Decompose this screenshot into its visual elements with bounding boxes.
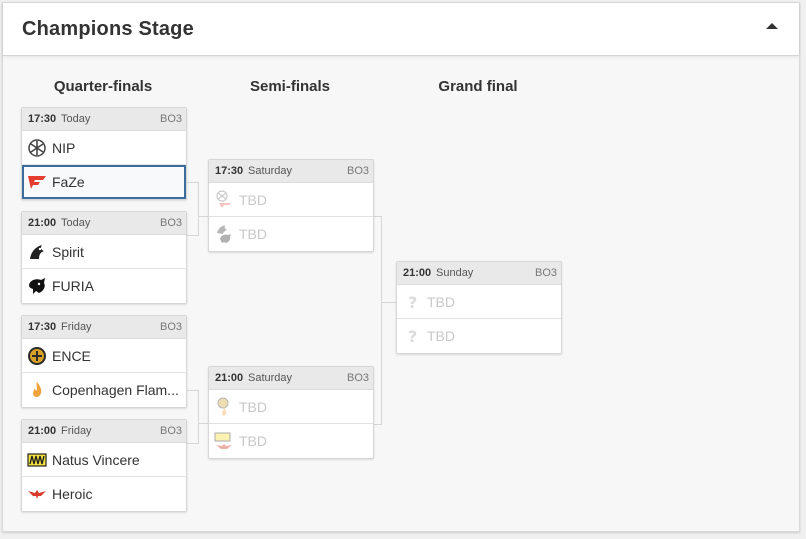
team-row[interactable]: Heroic bbox=[22, 477, 186, 511]
match-card-qf-3[interactable]: 17:30 Friday BO3 ENCE Copenhagen Flam... bbox=[21, 315, 187, 408]
team-name: TBD bbox=[239, 399, 267, 415]
match-day: Saturday bbox=[248, 165, 293, 177]
team-name: TBD bbox=[239, 433, 267, 449]
nip-logo-icon bbox=[28, 139, 46, 157]
question-mark-icon: ? bbox=[408, 327, 417, 346]
team-row[interactable]: FURIA bbox=[22, 269, 186, 303]
match-day: Saturday bbox=[248, 372, 293, 384]
team-name: TBD bbox=[427, 328, 455, 344]
team-name: Natus Vincere bbox=[52, 452, 140, 468]
match-time: 17:30 bbox=[28, 113, 57, 125]
match-day: Today bbox=[61, 217, 91, 229]
match-time: 17:30 bbox=[28, 321, 57, 333]
connector bbox=[186, 182, 199, 236]
svg-text:?: ? bbox=[408, 293, 417, 312]
match-time: 21:00 bbox=[403, 267, 432, 279]
collapse-button[interactable] bbox=[765, 21, 783, 35]
match-card-sf-1[interactable]: 17:30 Saturday BO3 TBD TBD bbox=[208, 159, 374, 252]
team-row[interactable]: Copenhagen Flam... bbox=[22, 373, 186, 407]
connector bbox=[381, 302, 397, 303]
team-row-tbd[interactable]: TBD bbox=[209, 217, 373, 251]
match-format: BO3 bbox=[159, 425, 182, 437]
question-mark-icon: ? bbox=[408, 293, 417, 312]
team-name: Heroic bbox=[52, 486, 93, 502]
team-name: Copenhagen Flam... bbox=[52, 382, 179, 398]
faze-logo-icon bbox=[28, 176, 46, 189]
team-name: FaZe bbox=[52, 174, 85, 190]
match-time: 21:00 bbox=[28, 217, 57, 229]
team-row-tbd[interactable]: TBD bbox=[209, 424, 373, 458]
match-format: BO3 bbox=[346, 165, 369, 177]
connector bbox=[373, 216, 382, 425]
spirit-furia-faded-logo-icon bbox=[217, 225, 231, 243]
svg-text:?: ? bbox=[408, 327, 417, 346]
match-card-grand-final[interactable]: 21:00 Sunday BO3 ? TBD ? TBD bbox=[396, 261, 562, 354]
match-day: Friday bbox=[61, 321, 92, 333]
match-format: BO3 bbox=[346, 372, 369, 384]
champions-stage-panel: Champions Stage Quarter-finals Semi-fina… bbox=[2, 2, 800, 532]
panel-header[interactable]: Champions Stage bbox=[3, 3, 799, 56]
round-title-grand-final: Grand final bbox=[438, 78, 518, 95]
match-format: BO3 bbox=[159, 113, 182, 125]
team-name: Spirit bbox=[52, 244, 84, 260]
heroic-logo-icon bbox=[28, 490, 46, 499]
match-day: Friday bbox=[61, 425, 92, 437]
team-row[interactable]: NIP bbox=[22, 131, 186, 165]
team-name: ENCE bbox=[52, 348, 91, 364]
connector bbox=[186, 390, 199, 444]
match-time: 21:00 bbox=[215, 372, 244, 384]
match-day: Today bbox=[61, 113, 91, 125]
team-row[interactable]: Natus Vincere bbox=[22, 443, 186, 477]
team-row-selected[interactable]: FaZe bbox=[22, 165, 186, 199]
spirit-logo-icon bbox=[30, 245, 44, 259]
caret-up-icon bbox=[766, 23, 778, 29]
team-name: TBD bbox=[427, 294, 455, 310]
team-name: TBD bbox=[239, 226, 267, 242]
furia-logo-icon bbox=[29, 278, 45, 294]
match-header: 21:00 Today BO3 bbox=[22, 212, 186, 235]
match-header: 17:30 Today BO3 bbox=[22, 108, 186, 131]
match-day: Sunday bbox=[436, 267, 474, 279]
match-format: BO3 bbox=[534, 267, 557, 279]
team-row-tbd[interactable]: TBD bbox=[209, 183, 373, 217]
team-row-tbd[interactable]: ? TBD bbox=[397, 285, 561, 319]
ence-copenhagen-faded-logo-icon bbox=[217, 397, 229, 416]
copenhagen-flames-logo-icon bbox=[33, 382, 42, 397]
connector bbox=[198, 423, 209, 424]
team-row[interactable]: ENCE bbox=[22, 339, 186, 373]
match-card-sf-2[interactable]: 21:00 Saturday BO3 TBD TBD bbox=[208, 366, 374, 459]
panel-title: Champions Stage bbox=[22, 18, 194, 40]
team-row-tbd[interactable]: ? TBD bbox=[397, 319, 561, 353]
match-format: BO3 bbox=[159, 321, 182, 333]
match-header: 17:30 Friday BO3 bbox=[22, 316, 186, 339]
match-card-qf-1[interactable]: 17:30 Today BO3 NIP FaZe bbox=[21, 107, 187, 200]
navi-heroic-faded-logo-icon bbox=[214, 432, 232, 449]
round-title-quarter-finals: Quarter-finals bbox=[53, 78, 153, 95]
match-card-qf-4[interactable]: 21:00 Friday BO3 Natus Vincere Heroic bbox=[21, 419, 187, 512]
match-time: 17:30 bbox=[215, 165, 244, 177]
nip-faze-faded-logo-icon bbox=[216, 190, 231, 208]
team-name: NIP bbox=[52, 140, 76, 156]
connector bbox=[198, 216, 209, 217]
match-time: 21:00 bbox=[28, 425, 57, 437]
match-header: 21:00 Sunday BO3 bbox=[397, 262, 561, 285]
team-name: TBD bbox=[239, 192, 267, 208]
ence-logo-icon bbox=[28, 347, 46, 365]
navi-logo-icon bbox=[27, 453, 47, 467]
match-card-qf-2[interactable]: 21:00 Today BO3 Spirit FURIA bbox=[21, 211, 187, 304]
team-row-tbd[interactable]: TBD bbox=[209, 390, 373, 424]
match-header: 21:00 Saturday BO3 bbox=[209, 367, 373, 390]
team-row[interactable]: Spirit bbox=[22, 235, 186, 269]
round-title-semi-finals: Semi-finals bbox=[249, 78, 331, 95]
match-header: 21:00 Friday BO3 bbox=[22, 420, 186, 443]
team-name: FURIA bbox=[52, 278, 94, 294]
match-format: BO3 bbox=[159, 217, 182, 229]
match-header: 17:30 Saturday BO3 bbox=[209, 160, 373, 183]
